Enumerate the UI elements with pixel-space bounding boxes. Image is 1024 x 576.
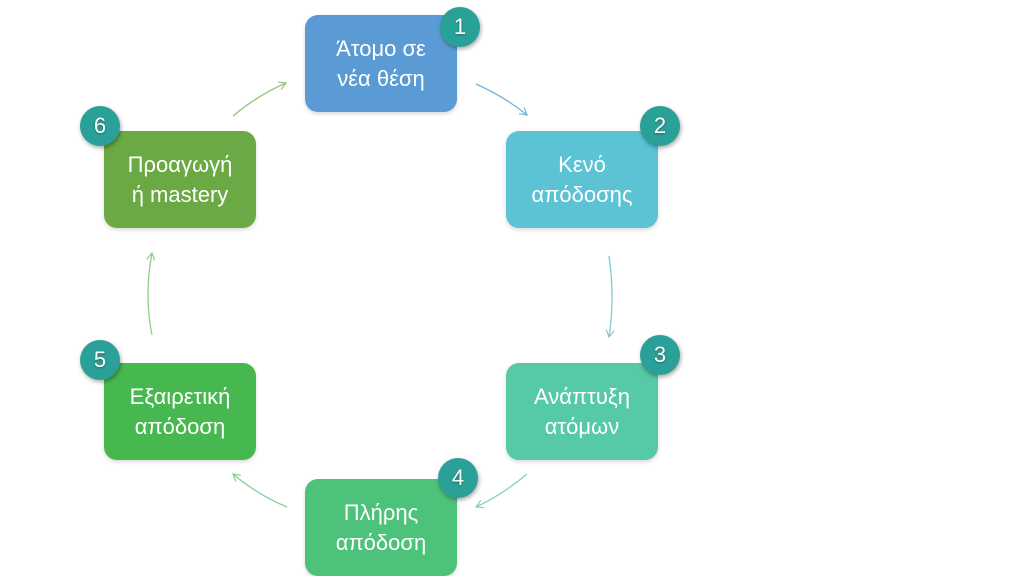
step-2-number-badge: 2 — [640, 106, 680, 146]
step-5-number-badge: 5 — [80, 340, 120, 380]
step-4-label: Πλήρης απόδοση — [336, 498, 426, 558]
step-1-box: Άτομο σε νέα θέση — [305, 15, 457, 112]
step-5-label: Εξαιρετική απόδοση — [130, 382, 231, 442]
arrow-3-to-4 — [474, 473, 528, 509]
step-6-label-line-2: ή mastery — [131, 181, 229, 207]
step-3-label-line-1: Ανάπτυξη — [534, 383, 630, 409]
step-2-label-line-1: Κενό — [558, 151, 606, 177]
step-1-label-line-2: νέα θέση — [337, 65, 425, 91]
step-5-label-line-2: απόδοση — [134, 413, 226, 439]
step-3-box: Ανάπτυξη ατόμων — [506, 363, 658, 460]
step-1-label: Άτομο σε νέα θέση — [336, 34, 426, 94]
arrow-6-to-1 — [232, 81, 288, 117]
step-1-number-badge: 1 — [440, 7, 480, 47]
step-2-label: Κενό απόδοσης — [531, 150, 632, 210]
step-6-label: Προαγωγή ή mastery — [128, 150, 233, 210]
step-6-box: Προαγωγή ή mastery — [104, 131, 256, 228]
arrow-1-to-2 — [475, 83, 528, 116]
step-4-box: Πλήρης απόδοση — [305, 479, 457, 576]
step-4-label-line-2: απόδοση — [335, 529, 427, 555]
arrow-2-to-3 — [605, 255, 615, 339]
step-6-number-badge: 6 — [80, 106, 120, 146]
step-1-label-line-1: Άτομο σε — [336, 35, 426, 61]
step-4-number-badge: 4 — [438, 458, 478, 498]
arrow-5-to-6 — [146, 251, 156, 336]
step-3-label: Ανάπτυξη ατόμων — [534, 382, 630, 442]
step-4-label-line-1: Πλήρης — [343, 499, 419, 525]
step-6-label-line-1: Προαγωγή — [127, 151, 233, 177]
step-5-label-line-1: Εξαιρετική — [129, 383, 231, 409]
step-2-box: Κενό απόδοσης — [506, 131, 658, 228]
step-5-box: Εξαιρετική απόδοση — [104, 363, 256, 460]
step-2-label-line-2: απόδοσης — [531, 181, 633, 207]
arrow-4-to-5 — [232, 473, 288, 508]
step-3-label-line-2: ατόμων — [544, 413, 620, 439]
step-3-number-badge: 3 — [640, 335, 680, 375]
